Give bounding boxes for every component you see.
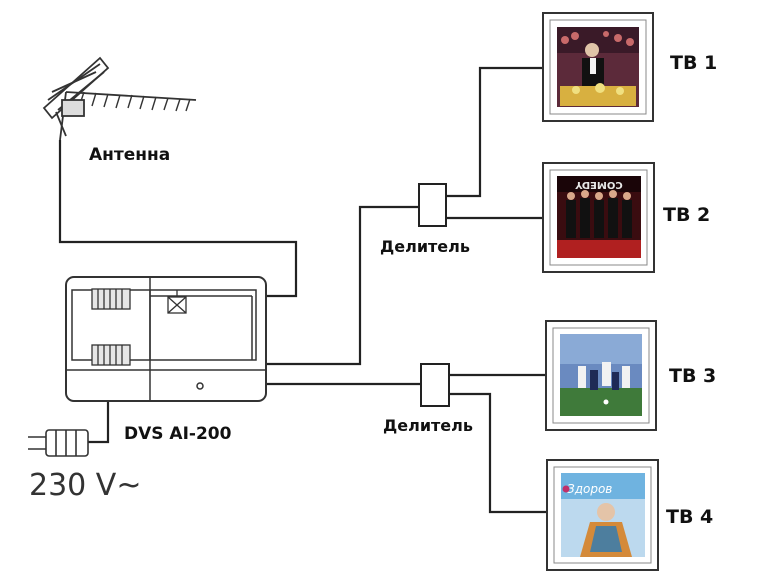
connector-bottom: [91, 344, 131, 366]
tv-3-label: ТВ 3: [669, 365, 717, 387]
fuse-icon: [167, 290, 187, 314]
tv-4-label: ТВ 4: [666, 506, 714, 528]
tv-2-label: ТВ 2: [663, 204, 711, 226]
tv-2-screen-text: COMEDY: [575, 179, 623, 190]
cable-splitter-2-to-tv-4: [449, 392, 546, 514]
amplifier-box: [65, 276, 267, 402]
power-cable: [88, 402, 110, 444]
tv-3-frame: [545, 320, 657, 431]
antenna-icon: [42, 56, 197, 141]
tv-1-frame: [542, 12, 654, 122]
cable-amp-to-splitter-1: [266, 205, 419, 366]
splitter-2-box: [420, 363, 450, 407]
antenna-label: Антенна: [89, 145, 171, 165]
connector-top: [91, 288, 131, 310]
antenna-cable: [58, 140, 298, 298]
power-plug-icon: [28, 429, 89, 457]
led-indicator: [196, 382, 204, 390]
amplifier-label: DVS AI-200: [124, 424, 232, 444]
cable-splitter-1-to-tv-1: [446, 66, 543, 198]
splitter-2-label: Делитель: [383, 416, 473, 435]
voltage-label: 230 V~: [29, 468, 142, 503]
tv-4-frame: Здоров: [546, 459, 659, 571]
tv-2-frame: COMEDY: [542, 162, 655, 273]
tv-1-label: ТВ 1: [670, 52, 718, 74]
tv-4-screen-text: Здоров: [567, 482, 612, 496]
splitter-1-box: [418, 183, 447, 227]
splitter-1-label: Делитель: [380, 237, 470, 256]
